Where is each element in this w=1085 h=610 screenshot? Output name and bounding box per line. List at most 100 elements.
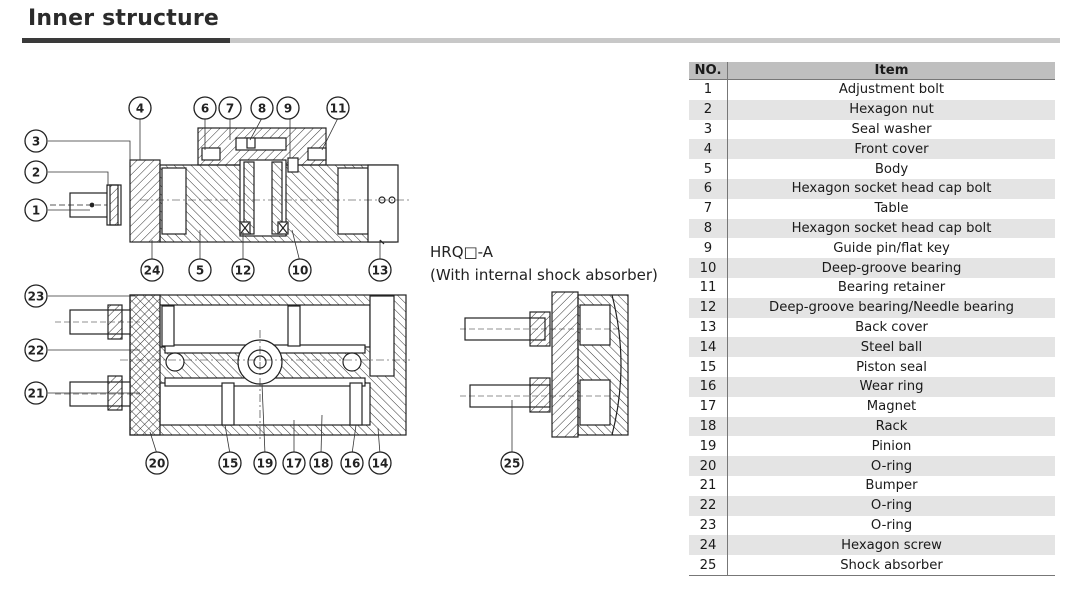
callout-label: 24 — [144, 264, 161, 278]
row-number: 16 — [689, 376, 728, 397]
row-number: 20 — [689, 456, 728, 476]
callout-label: 23 — [28, 290, 45, 304]
row-number: 15 — [689, 357, 728, 377]
row-item: Guide pin/flat key — [833, 240, 950, 256]
callout-label: 1 — [32, 204, 40, 218]
callout-label: 5 — [196, 264, 204, 278]
row-number: 4 — [689, 139, 728, 160]
row-item: O-ring — [727, 456, 1055, 476]
callout-bubble — [340, 451, 364, 475]
row-item: O-ring — [727, 495, 1055, 516]
shock-absorber-variant-view — [460, 291, 629, 438]
callout-bubble — [188, 258, 212, 282]
callout-label: 20 — [149, 457, 166, 471]
row-number: 18 — [689, 416, 728, 437]
row-number: 23 — [689, 515, 728, 536]
callout-label: 10 — [292, 264, 309, 278]
table-row: 15 Piston seal — [689, 357, 1055, 377]
title-underline-light — [230, 38, 1060, 43]
callout-bubble — [276, 96, 300, 120]
callout-bubble — [24, 338, 48, 362]
row-item: Back cover — [855, 319, 928, 335]
callout-bubble — [368, 451, 392, 475]
callout-label: 4 — [136, 102, 144, 116]
callout-label: 17 — [286, 457, 303, 471]
table-header-row: NO. Item — [689, 62, 1055, 80]
callout-bubble — [288, 258, 312, 282]
row-item: Bearing retainer — [837, 280, 946, 296]
row-item: O-ring — [870, 517, 913, 533]
table-row: 9 Guide pin/flat key — [689, 238, 1055, 259]
callout-bubble — [500, 451, 524, 475]
row-number: 21 — [689, 475, 728, 496]
table-row: 3 Seal washer — [689, 119, 1055, 140]
callout-label: 2 — [32, 166, 40, 180]
callout-label: 6 — [201, 102, 209, 116]
callout-bubble — [253, 451, 277, 475]
row-number: 7 — [689, 198, 728, 219]
row-item: Shock absorber — [727, 555, 1055, 576]
row-number: 2 — [689, 99, 728, 120]
callout-bubble — [231, 258, 255, 282]
row-item: Deep-groove bearing/Needle bearing — [727, 297, 1055, 318]
row-item: Hexagon socket head cap bolt — [727, 218, 1055, 239]
callout-label: 19 — [257, 457, 274, 471]
row-item: Front cover — [727, 139, 1055, 160]
variant-note-label: (With internal shock absorber) — [430, 266, 658, 284]
table-row: 23 O-ring — [689, 515, 1055, 536]
row-number: 17 — [689, 396, 728, 417]
row-number: 19 — [689, 436, 728, 457]
row-number: 24 — [689, 535, 728, 556]
callout-bubble — [24, 129, 48, 153]
callout-bubble — [250, 96, 274, 120]
table-row: 11 Bearing retainer — [689, 277, 1055, 298]
column-header-no: NO. — [689, 62, 728, 80]
top-section-view — [50, 127, 410, 245]
row-number: 9 — [689, 238, 728, 259]
callout-label: 3 — [32, 135, 40, 149]
row-number: 12 — [689, 297, 728, 318]
row-number: 1 — [689, 79, 728, 100]
callout-label: 7 — [226, 102, 234, 116]
callout-label: 21 — [28, 387, 45, 401]
callout-label: 15 — [222, 457, 239, 471]
callout-bubble — [140, 258, 164, 282]
row-number: 8 — [689, 218, 728, 239]
variant-model-label: HRQ□-A — [430, 243, 494, 261]
row-item: Rack — [727, 416, 1055, 437]
callout-bubble — [193, 96, 217, 120]
bottom-section-view — [55, 294, 410, 440]
row-item: Piston seal — [856, 359, 927, 375]
callout-bubble — [128, 96, 152, 120]
callout-bubble — [326, 96, 350, 120]
callout-label: 12 — [235, 264, 252, 278]
row-item: Hexagon socket head cap bolt — [727, 178, 1055, 199]
column-header-item: Item — [727, 62, 1055, 80]
title-underline-dark — [22, 38, 230, 43]
row-number: 11 — [689, 277, 728, 298]
callout-bubble — [24, 160, 48, 184]
callout-bubble — [24, 284, 48, 308]
callout-bubble — [24, 381, 48, 405]
row-item: Deep-groove bearing — [727, 258, 1055, 278]
leader-lines — [48, 117, 513, 455]
row-number: 3 — [689, 119, 728, 140]
row-item: Seal washer — [851, 121, 932, 137]
callout-label: 18 — [313, 457, 330, 471]
callout-label: 11 — [330, 102, 347, 116]
